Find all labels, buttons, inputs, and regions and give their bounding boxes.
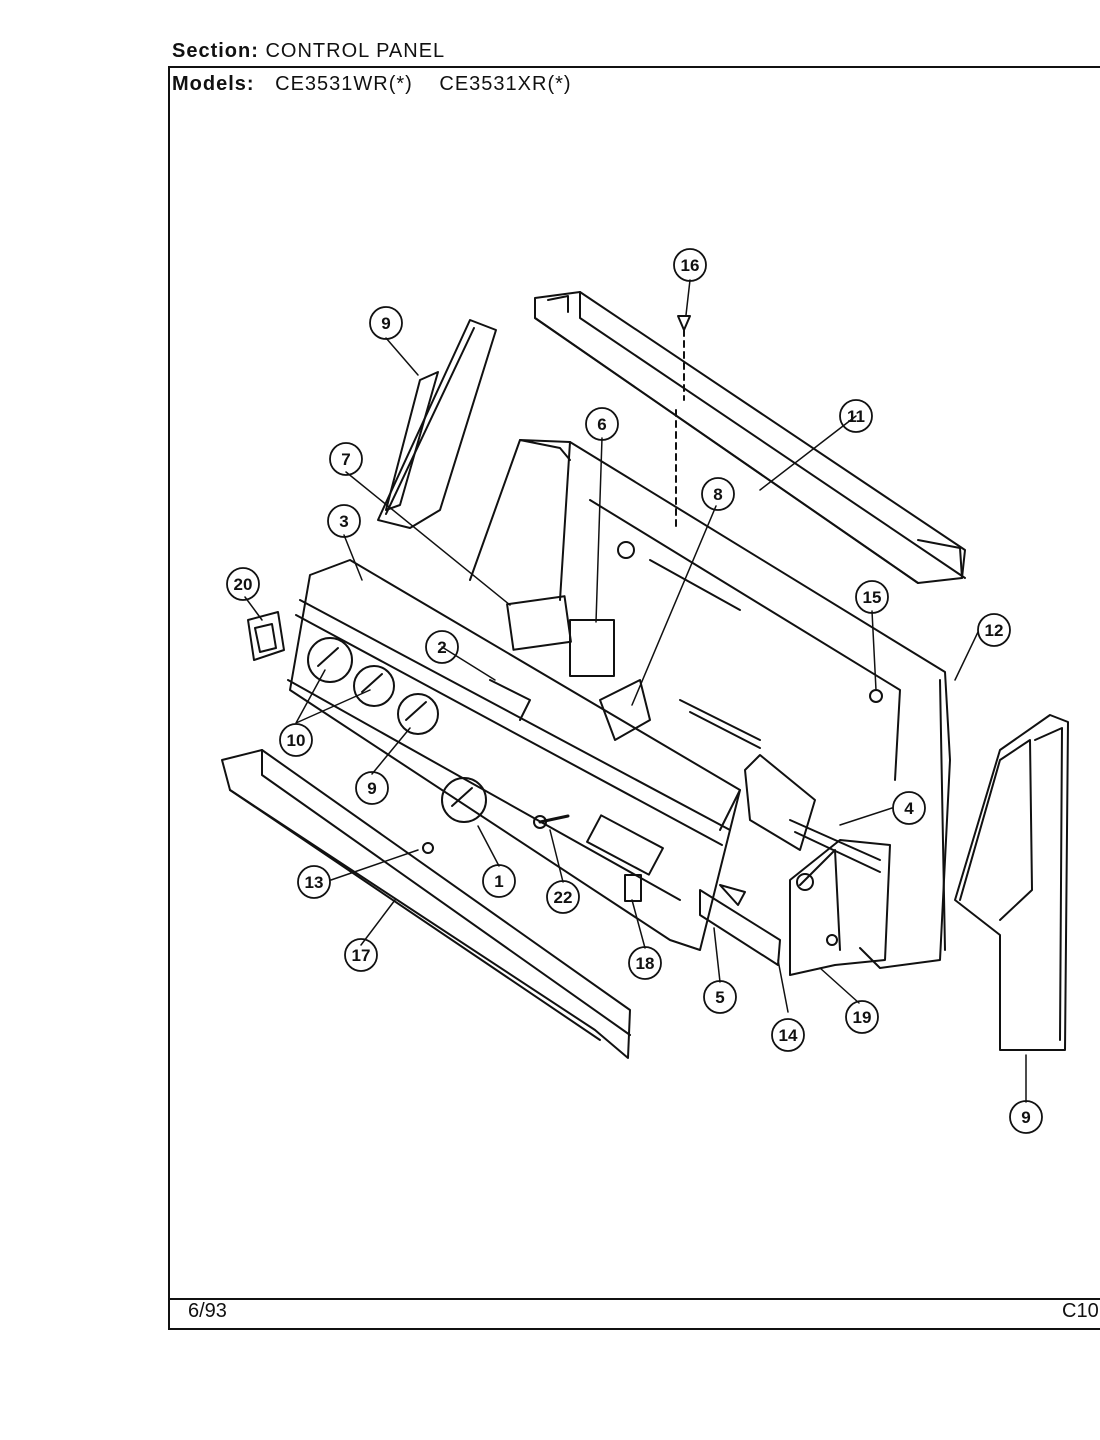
callout-label: 10: [287, 731, 306, 750]
callout-label: 14: [779, 1026, 798, 1045]
callout-labels: 16 9 11 6 7 8 3 20 15 12 2 10 9 4 13 1 2…: [234, 256, 1031, 1127]
back-panel: [469, 439, 951, 969]
callout-label: 20: [234, 575, 253, 594]
footer-page-code: C10: [1062, 1300, 1099, 1322]
lower-trim: [221, 749, 631, 1059]
callout-label: 9: [367, 779, 376, 798]
callout-label: 1: [494, 872, 503, 891]
left-side-trim: [377, 319, 497, 529]
callout-15: [771, 1018, 805, 1052]
callout-5: [703, 980, 737, 1014]
callout-10: [355, 771, 389, 805]
model-1: CE3531WR(*): [275, 73, 413, 95]
callout-label: 7: [341, 450, 350, 469]
callout-8: [701, 477, 735, 511]
footer-date: 6/93: [188, 1300, 227, 1322]
callout-9-right: [1009, 1100, 1043, 1134]
callout-label: 15: [863, 588, 882, 607]
callout-label: 4: [904, 799, 914, 818]
callout-label: 13: [305, 873, 324, 892]
control-panel-faceplate: [287, 559, 741, 951]
callout-label: 19: [853, 1008, 872, 1027]
callout-18: [344, 938, 378, 972]
screw-17: [675, 315, 691, 531]
callout-label: 5: [715, 988, 724, 1007]
callout-label: 11: [847, 407, 865, 426]
section-header: Section: CONTROL PANEL: [172, 40, 445, 63]
callout-label: 6: [597, 415, 606, 434]
footer-divider: [168, 1298, 1100, 1300]
rocker-switch-21: [247, 611, 285, 661]
side-bracket-4: [744, 754, 816, 851]
right-side-trim: [954, 714, 1069, 1051]
callout-19: [628, 946, 662, 980]
callout-label: 3: [339, 512, 348, 531]
callout-1: [482, 864, 516, 898]
section-value: CONTROL PANEL: [265, 40, 446, 62]
section-label: Section:: [172, 40, 259, 62]
callout-6: [585, 407, 619, 441]
callout-2: [425, 630, 459, 664]
knobs: [307, 637, 487, 823]
bracket-20: [789, 839, 891, 976]
callout-9-left: [369, 306, 403, 340]
callout-label: 9: [1021, 1108, 1030, 1127]
callout-label: 22: [554, 888, 573, 907]
callout-label: 16: [681, 256, 700, 275]
models-header: Models: CE3531WR(*) CE3531XR(*): [172, 73, 572, 96]
diagram-frame: [168, 66, 1100, 1330]
callout-label: 9: [381, 314, 390, 333]
callout-20: [845, 1000, 879, 1034]
callout-4: [892, 791, 926, 825]
callout-label: 17: [352, 946, 371, 965]
callout-label: 8: [713, 485, 722, 504]
callouts: [226, 248, 1043, 1134]
top-rail: [534, 291, 966, 584]
callout-14: [297, 865, 331, 899]
callout-22: [546, 880, 580, 914]
callout-7: [329, 442, 363, 476]
callout-17: [673, 248, 707, 282]
callout-21: [226, 567, 260, 601]
callout-label: 2: [437, 638, 446, 657]
small-parts: [422, 814, 781, 966]
switch-components: [489, 595, 651, 741]
callout-11: [279, 723, 313, 757]
callout-12: [839, 399, 873, 433]
callout-16: [855, 580, 889, 614]
models-label: Models:: [172, 73, 255, 95]
callout-3: [327, 504, 361, 538]
leader-lines: [244, 279, 1027, 1103]
callout-label: 12: [985, 621, 1004, 640]
model-2: CE3531XR(*): [439, 73, 572, 95]
callout-label: 18: [636, 954, 655, 973]
callout-13: [977, 613, 1011, 647]
